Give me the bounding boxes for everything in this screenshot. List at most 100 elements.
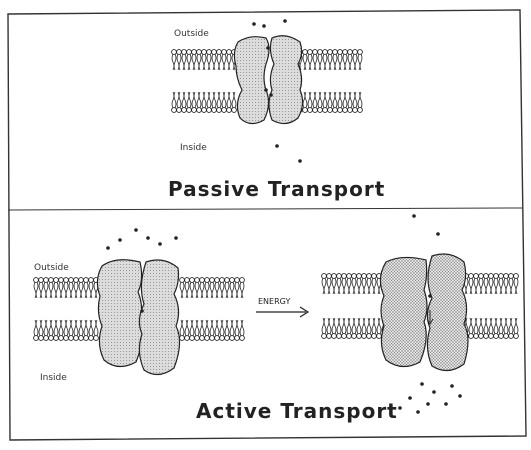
- lipid-molecule: [337, 318, 342, 338]
- lipid-molecule: [185, 278, 190, 298]
- passive-transport-title: Passive Transport: [168, 177, 385, 201]
- lipid-molecule: [212, 92, 217, 112]
- lipid-molecule: [514, 318, 519, 338]
- lipid-molecule: [308, 50, 313, 70]
- lipid-molecule: [59, 320, 64, 340]
- lipid-molecule: [474, 274, 479, 294]
- lipid-molecule: [303, 92, 308, 112]
- passive-channel-protein-left: [234, 37, 269, 124]
- lipid-molecule: [358, 50, 363, 70]
- lipid-molecule: [44, 320, 49, 340]
- passive-outside-label: Outside: [174, 29, 209, 39]
- lipid-molecule: [337, 274, 342, 294]
- lipid-molecule: [377, 318, 382, 338]
- lipid-molecule: [217, 50, 222, 70]
- lipid-molecule: [54, 320, 59, 340]
- lipid-molecule: [313, 50, 318, 70]
- lipid-molecule: [348, 50, 353, 70]
- lipid-molecule: [39, 278, 44, 298]
- lipid-molecule: [313, 92, 318, 112]
- lipid-molecule: [215, 320, 220, 340]
- lipid-molecule: [200, 278, 205, 298]
- lipid-molecule: [79, 278, 84, 298]
- lipid-molecule: [225, 320, 230, 340]
- lipid-molecule: [332, 318, 337, 338]
- active-transport-title: Active Transport: [196, 399, 398, 423]
- lipid-molecule: [343, 50, 348, 70]
- lipid-molecule: [187, 50, 192, 70]
- lipid-molecule: [197, 92, 202, 112]
- lipid-molecule: [205, 320, 210, 340]
- lipid-molecule: [49, 278, 54, 298]
- lipid-molecule: [64, 320, 69, 340]
- passive-inside-label: Inside: [180, 143, 207, 153]
- lipid-molecule: [333, 92, 338, 112]
- lipid-molecule: [185, 320, 190, 340]
- lipid-molecule: [322, 274, 327, 294]
- lipid-molecule: [172, 92, 177, 112]
- lipid-molecule: [318, 92, 323, 112]
- lipid-molecule: [469, 274, 474, 294]
- lipid-molecule: [207, 92, 212, 112]
- lipid-molecule: [49, 320, 54, 340]
- lipid-molecule: [357, 274, 362, 294]
- lipid-molecule: [367, 274, 372, 294]
- lipid-molecule: [232, 92, 237, 112]
- lipid-molecule: [328, 50, 333, 70]
- lipid-molecule: [479, 274, 484, 294]
- lipid-molecule: [504, 274, 509, 294]
- lipid-molecule: [217, 92, 222, 112]
- lipid-molecule: [79, 320, 84, 340]
- lipid-molecule: [84, 278, 89, 298]
- active-transport-panel-right: Active Transport: [196, 214, 518, 423]
- lipid-molecule: [357, 318, 362, 338]
- lipid-molecule: [197, 50, 202, 70]
- lipid-molecule: [323, 50, 328, 70]
- lipid-molecule: [89, 278, 94, 298]
- lipid-molecule: [177, 92, 182, 112]
- lipid-molecule: [348, 92, 353, 112]
- lipid-molecule: [308, 92, 313, 112]
- lipid-molecule: [494, 318, 499, 338]
- lipid-molecule: [352, 318, 357, 338]
- active-pump-protein-left-b: [139, 260, 179, 375]
- lipid-molecule: [347, 274, 352, 294]
- lipid-molecule: [222, 50, 227, 70]
- lipid-molecule: [352, 274, 357, 294]
- lipid-molecule: [84, 320, 89, 340]
- lipid-molecule: [230, 320, 235, 340]
- lipid-molecule: [187, 92, 192, 112]
- lipid-molecule: [74, 320, 79, 340]
- lipid-molecule: [509, 274, 514, 294]
- lipid-molecule: [39, 320, 44, 340]
- lipid-molecule: [235, 278, 240, 298]
- lipid-molecule: [54, 278, 59, 298]
- lipid-molecule: [177, 50, 182, 70]
- lipid-molecule: [222, 92, 227, 112]
- lipid-molecule: [225, 278, 230, 298]
- lipid-molecule: [195, 320, 200, 340]
- lipid-molecule: [94, 320, 99, 340]
- lipid-molecule: [44, 278, 49, 298]
- lipid-molecule: [332, 274, 337, 294]
- lipid-molecule: [59, 278, 64, 298]
- lipid-molecule: [327, 274, 332, 294]
- lipid-molecule: [362, 318, 367, 338]
- lipid-molecule: [207, 50, 212, 70]
- lipid-molecule: [240, 320, 245, 340]
- lipid-molecule: [342, 318, 347, 338]
- lipid-molecule: [192, 50, 197, 70]
- lipid-molecule: [494, 274, 499, 294]
- lipid-molecule: [367, 318, 372, 338]
- lipid-molecule: [499, 274, 504, 294]
- lipid-molecule: [489, 274, 494, 294]
- lipid-molecule: [318, 50, 323, 70]
- lipid-molecule: [489, 318, 494, 338]
- lipid-molecule: [210, 278, 215, 298]
- active-pump-protein-left-a: [97, 260, 142, 367]
- lipid-molecule: [215, 278, 220, 298]
- lipid-molecule: [372, 318, 377, 338]
- lipid-molecule: [220, 278, 225, 298]
